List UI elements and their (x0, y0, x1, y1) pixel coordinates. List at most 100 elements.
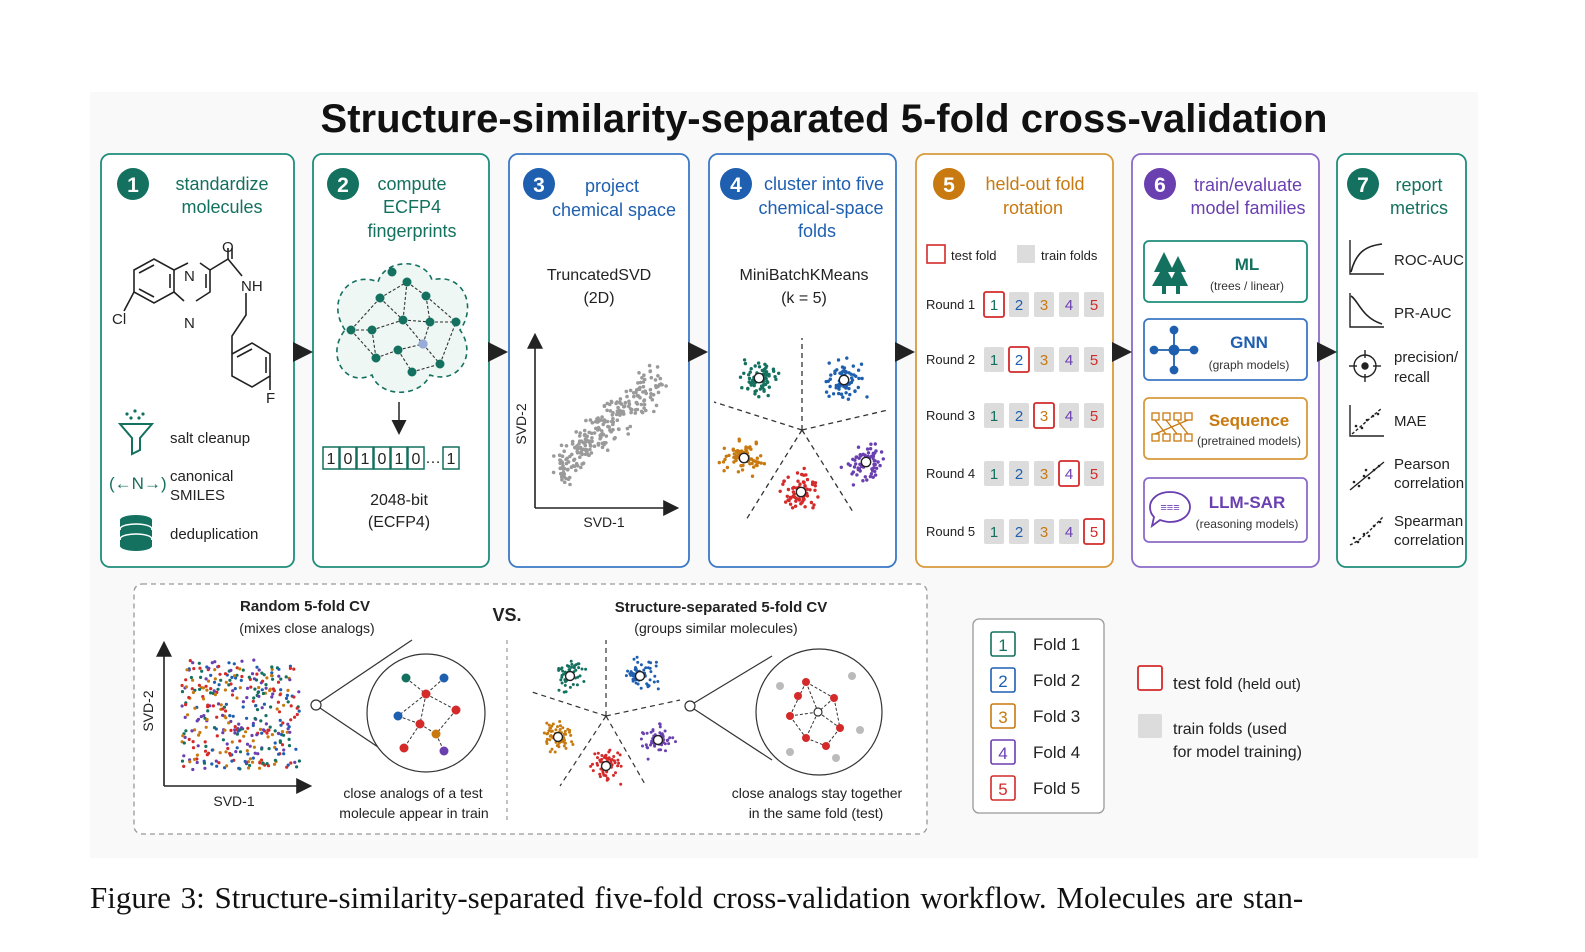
random-point (265, 676, 269, 680)
random-point (292, 695, 296, 699)
random-point (252, 658, 256, 662)
svd-point (562, 449, 566, 454)
fold-number: 2 (1015, 524, 1023, 541)
cluster-point (629, 670, 633, 674)
model-gnn-card: GNN (graph models) (1143, 318, 1308, 381)
step4-badge (720, 168, 752, 200)
cluster-point (805, 477, 810, 482)
molecule-structure (123, 248, 271, 390)
svd-point (596, 425, 601, 430)
cluster-point (619, 764, 623, 768)
cluster-point (744, 447, 748, 452)
train-fold-cell (1084, 461, 1104, 486)
cluster-point (737, 439, 741, 443)
fold-number: 5 (1090, 297, 1098, 314)
cluster-point (645, 682, 649, 686)
database-icon (119, 515, 153, 551)
train-fold-cell (1034, 461, 1054, 486)
random-point (197, 683, 201, 687)
test-fold-swatch (1137, 665, 1163, 691)
random-point (255, 665, 259, 669)
cluster-point (557, 668, 561, 672)
random-point (287, 725, 291, 729)
cluster-point (667, 742, 671, 746)
cluster-point (793, 495, 797, 500)
svd-point (634, 388, 639, 392)
crosshair-icon (1349, 350, 1381, 382)
random-point (270, 667, 274, 672)
fold-legend-number: 1 (998, 636, 1007, 655)
step7-panel (1336, 153, 1467, 568)
cluster-point (740, 386, 744, 390)
random-point (254, 678, 259, 682)
step7-badge (1347, 168, 1379, 200)
cluster-point (562, 744, 566, 748)
svd-point (605, 448, 610, 453)
random-point (232, 662, 236, 666)
cluster-point (746, 386, 750, 391)
cluster-point (563, 741, 567, 745)
random-point (238, 750, 243, 754)
random-point (276, 680, 281, 684)
cluster-point (636, 660, 640, 664)
cluster-point (803, 484, 807, 488)
random-point (212, 680, 217, 684)
svd-point (639, 402, 644, 407)
random-point (242, 734, 246, 738)
random-point (264, 683, 268, 687)
random-point (289, 761, 293, 765)
random-point (288, 678, 292, 682)
cluster-point (858, 469, 862, 473)
train-fold-cell (1059, 519, 1079, 544)
random-point (273, 758, 277, 762)
cluster-point (568, 730, 571, 734)
random-point (289, 718, 293, 722)
random-point (277, 710, 282, 714)
random-point (282, 752, 286, 756)
cluster-point (824, 379, 828, 384)
random-point (287, 744, 292, 748)
cluster-dividers (713, 338, 889, 521)
svd-point (578, 446, 583, 451)
random-point (285, 765, 289, 769)
random-point (297, 759, 301, 763)
svd-point (648, 387, 653, 392)
cluster-point (869, 472, 874, 476)
random-point (293, 760, 297, 765)
random-point (190, 729, 194, 733)
cluster-point (834, 386, 838, 390)
cluster-point (558, 720, 562, 723)
random-point (278, 718, 282, 723)
cluster-point (781, 482, 785, 486)
svd-point (601, 422, 605, 427)
cluster-point (790, 506, 795, 510)
svd-point (617, 412, 621, 416)
svd-point (575, 451, 580, 455)
cluster-point (844, 391, 848, 395)
svd-point (587, 430, 591, 435)
random-point (270, 671, 274, 675)
cluster-point (571, 683, 575, 686)
step3-method-dims: (2D) (583, 290, 614, 307)
bit-cell: 1 (322, 446, 340, 470)
svd-point (618, 401, 622, 405)
random-point (261, 761, 265, 765)
cluster-point (671, 736, 675, 740)
svd-point (557, 453, 562, 458)
cluster-point (749, 367, 753, 371)
svd-point (638, 380, 643, 385)
random-point (237, 722, 241, 726)
random-point (181, 734, 185, 738)
train-fold-cell (1009, 403, 1029, 428)
svd-point (572, 458, 576, 463)
train-fold-cell (1059, 403, 1079, 428)
svd-point (561, 470, 566, 475)
random-point (250, 672, 255, 676)
cluster-point (789, 496, 793, 500)
svd-y-label: SVD-2 (513, 403, 529, 444)
cluster-point (816, 495, 820, 499)
